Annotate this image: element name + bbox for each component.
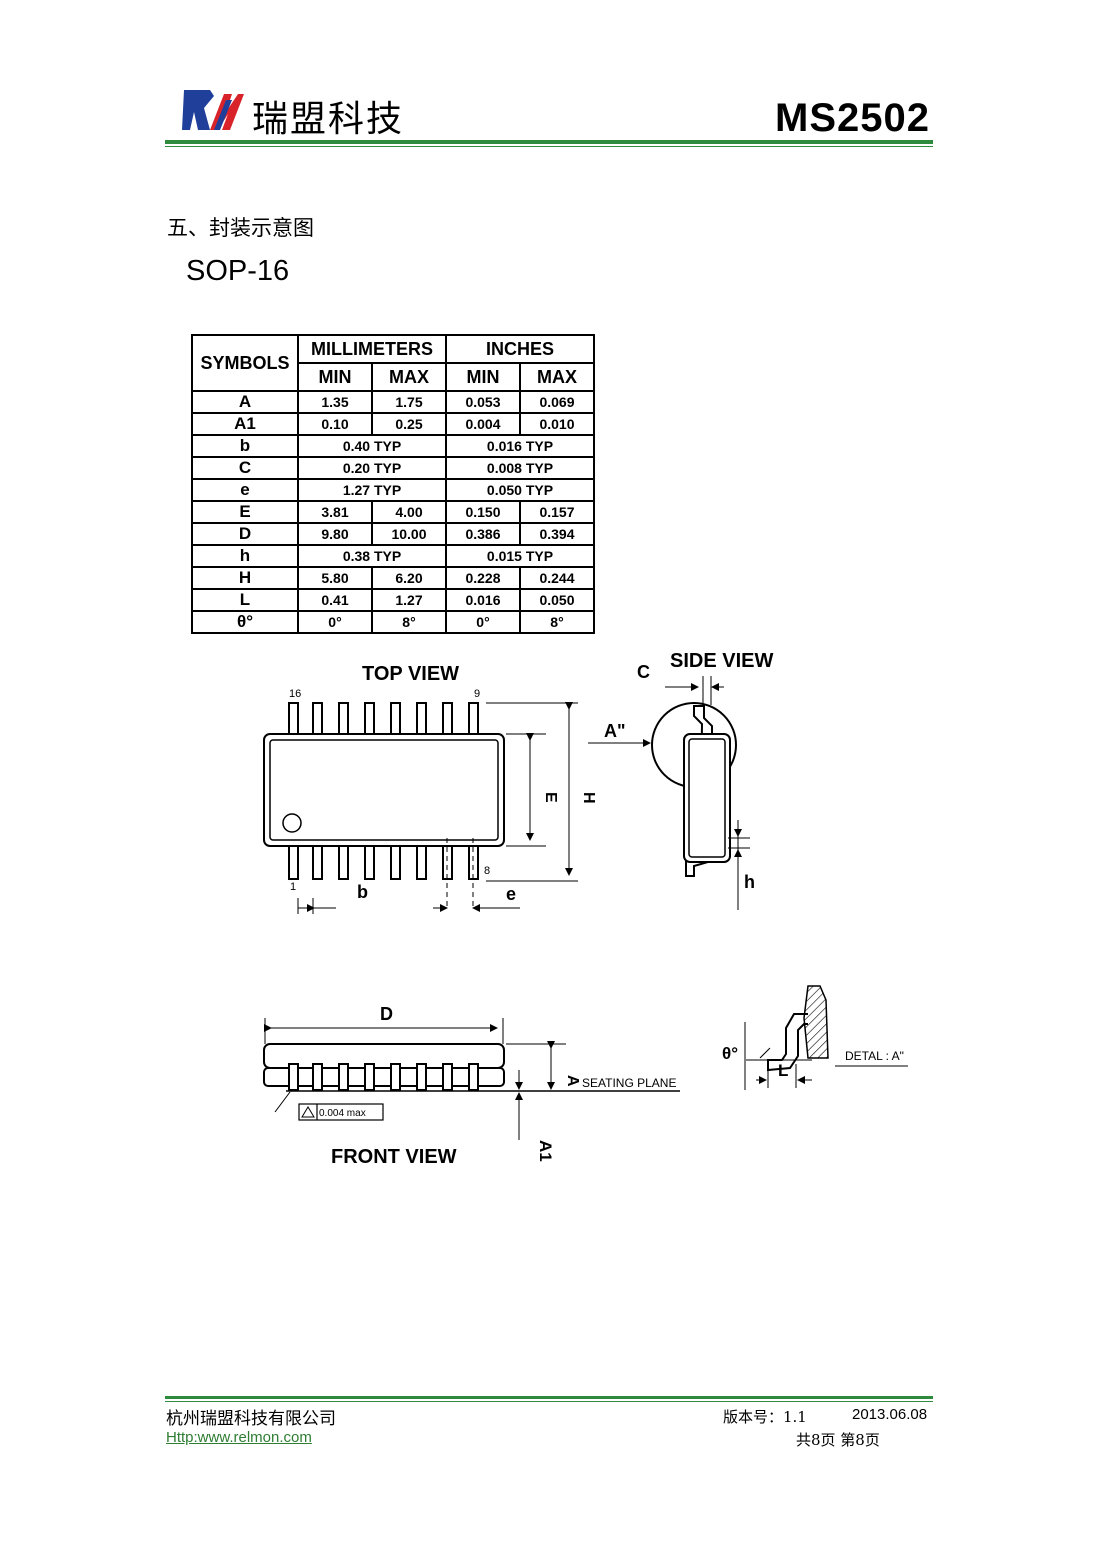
- header-rule-thin: [165, 146, 933, 147]
- seating-plane-label: SEATING PLANE: [582, 1076, 676, 1090]
- front-view-title: FRONT VIEW: [331, 1146, 457, 1168]
- flatness-box: [298, 1103, 384, 1121]
- front-view: D A SEATING PLANE A1 0.004 max FRONT VIE…: [263, 1004, 680, 1168]
- table-row: e 1.27 TYP 0.050 TYP: [191, 478, 595, 502]
- logo-mark-blue: [182, 90, 214, 130]
- label-A-detail: A": [604, 721, 626, 741]
- footer-company: 杭州瑞盟科技有限公司: [166, 1409, 336, 1429]
- table-row: b 0.40 TYP 0.016 TYP: [191, 434, 595, 458]
- table-row: A 1.35 1.75 0.053 0.069: [191, 390, 595, 414]
- model-number: MS2502: [775, 96, 930, 140]
- label-D: D: [380, 1004, 393, 1024]
- package-body: [263, 733, 505, 847]
- label-C: C: [637, 662, 650, 682]
- top-view: TOP VIEW 16 9 1 8: [263, 663, 597, 914]
- flatness-label: 0.004 max: [319, 1108, 366, 1119]
- footer-url-link[interactable]: Http:www.relmon.com: [166, 1429, 312, 1446]
- header-in-max: MAX: [519, 362, 595, 392]
- header-symbols: SYMBOLS: [191, 334, 299, 392]
- bottom-pins: [288, 845, 479, 880]
- footer-date: 2013.06.08: [852, 1406, 928, 1423]
- label-E: E: [542, 792, 559, 803]
- footer-pages: 共8页 第8页: [796, 1431, 880, 1449]
- pin-1-label: 1: [290, 881, 296, 893]
- header-millimeters: MILLIMETERS: [297, 334, 447, 364]
- footer-version: 版本号：1.1: [723, 1408, 807, 1426]
- pin-16-label: 16: [289, 688, 301, 700]
- dimension-table: SYMBOLS MILLIMETERS INCHES MIN MAX MIN M…: [191, 334, 595, 634]
- label-H: H: [580, 792, 597, 804]
- table-row: E 3.81 4.00 0.150 0.157: [191, 500, 595, 524]
- side-view: SIDE VIEW C A" h: [588, 650, 773, 910]
- top-pins: [288, 702, 479, 737]
- pin-9-label: 9: [474, 688, 480, 700]
- label-A1: A1: [536, 1140, 555, 1162]
- label-theta: θ°: [722, 1044, 738, 1063]
- table-row: C 0.20 TYP 0.008 TYP: [191, 456, 595, 480]
- pin-8-label: 8: [484, 865, 490, 877]
- footer-rule: [165, 1396, 933, 1399]
- company-name: 瑞盟科技: [252, 99, 405, 140]
- table-row: A1 0.10 0.25 0.004 0.010: [191, 412, 595, 436]
- header-in-min: MIN: [445, 362, 521, 392]
- table-row: θ° 0° 8° 0° 8°: [191, 610, 595, 634]
- top-view-title: TOP VIEW: [362, 663, 459, 685]
- section-title: 五、封装示意图: [167, 216, 314, 240]
- header-mm-max: MAX: [371, 362, 447, 392]
- footer-rule-thin: [165, 1401, 933, 1402]
- table-row: h 0.38 TYP 0.015 TYP: [191, 544, 595, 568]
- pin1-marker: [282, 813, 302, 833]
- package-name: SOP-16: [186, 255, 290, 287]
- detail-view: θ° L DETAL : A": [722, 985, 908, 1090]
- label-b: b: [357, 882, 368, 902]
- table-row: H 5.80 6.20 0.228 0.244: [191, 566, 595, 590]
- label-h: h: [744, 872, 755, 892]
- label-L: L: [778, 1061, 788, 1080]
- side-body: [683, 733, 731, 863]
- header-inches: INCHES: [445, 334, 595, 364]
- table-row: L 0.41 1.27 0.016 0.050: [191, 588, 595, 612]
- detail-label: DETAL : A": [845, 1049, 904, 1063]
- front-pins: [288, 1063, 479, 1091]
- label-A: A: [564, 1075, 581, 1087]
- company-logo: [182, 90, 244, 130]
- header-mm-min: MIN: [297, 362, 373, 392]
- table-row: D 9.80 10.00 0.386 0.394: [191, 522, 595, 546]
- header-rule: [165, 140, 933, 144]
- side-view-title: SIDE VIEW: [670, 650, 773, 672]
- label-e: e: [506, 884, 516, 904]
